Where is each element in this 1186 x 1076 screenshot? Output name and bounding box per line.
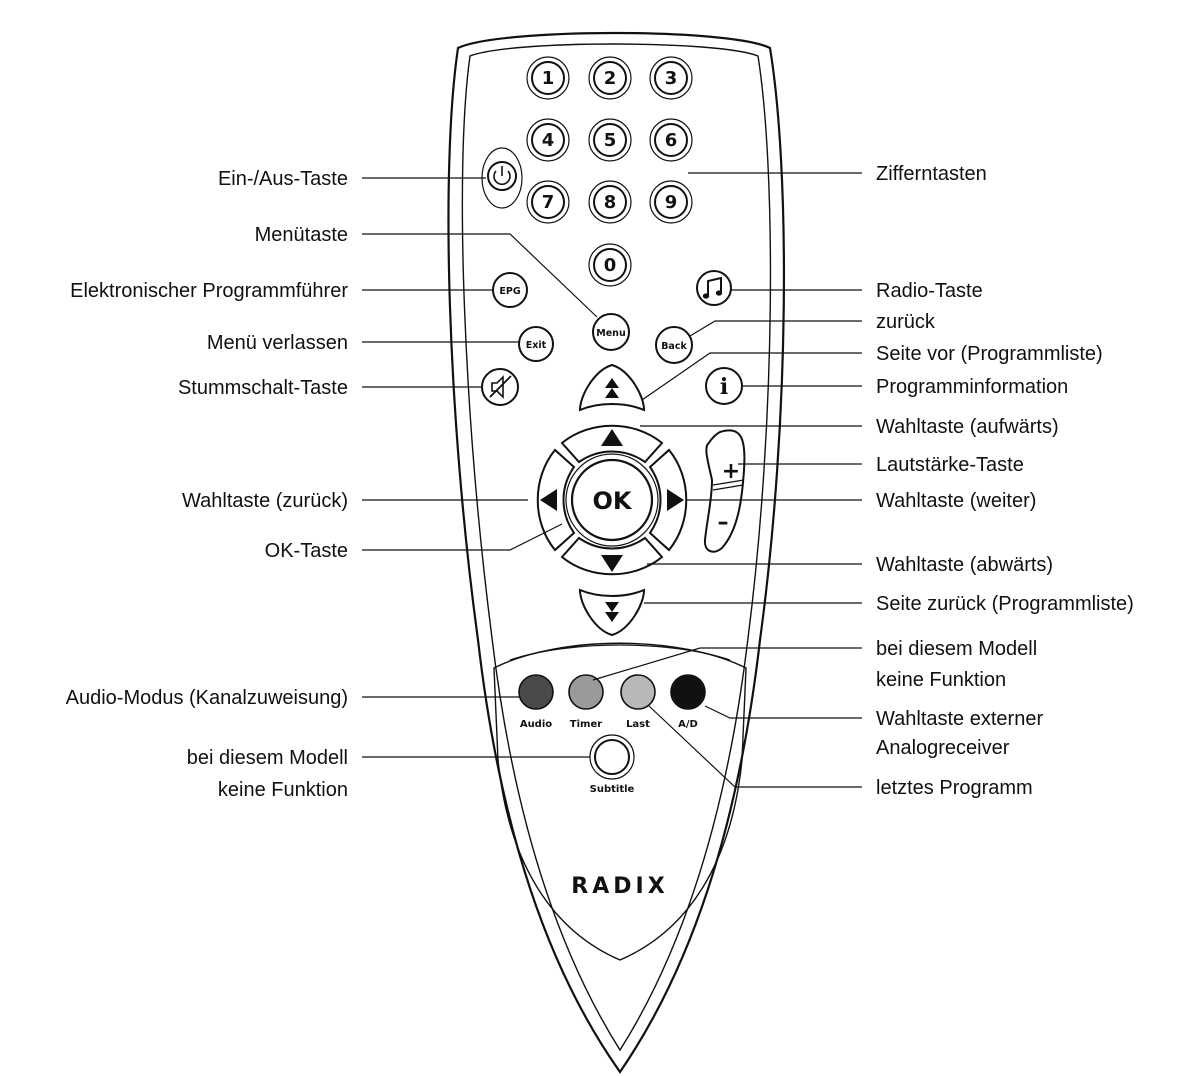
mute-button[interactable] <box>481 368 519 406</box>
labels-left: Ein-/Aus-Taste Menütaste Elektronischer … <box>66 168 349 801</box>
digit-button-1[interactable]: 1 <box>526 56 570 100</box>
digit-label: 5 <box>604 130 617 151</box>
digit-button-7[interactable]: 7 <box>526 180 570 224</box>
label-volume: Lautstärke-Taste <box>876 454 1024 476</box>
digit-label: 0 <box>604 255 617 276</box>
volume-rocker[interactable]: + – <box>703 429 746 553</box>
color-keys-panel <box>493 642 747 961</box>
digit-label: 9 <box>665 192 678 213</box>
ad-label: A/D <box>678 719 698 730</box>
digit-buttons: 1 2 3 4 5 6 7 8 <box>526 56 693 287</box>
labels-right: Zifferntasten Radio-Taste zurück Seite v… <box>876 163 1134 799</box>
info-button[interactable]: i <box>705 367 743 405</box>
digit-button-2[interactable]: 2 <box>588 56 632 100</box>
digit-button-6[interactable]: 6 <box>649 118 693 162</box>
label-last: letztes Programm <box>876 777 1033 799</box>
last-label: Last <box>626 719 650 730</box>
label-power: Ein-/Aus-Taste <box>218 168 348 190</box>
epg-label: EPG <box>499 286 520 297</box>
label-page-down: Seite zurück (Programmliste) <box>876 593 1134 615</box>
speaker-muted-icon <box>489 375 512 399</box>
audio-button[interactable]: Audio <box>518 674 554 730</box>
label-nav-up: Wahltaste (aufwärts) <box>876 416 1059 438</box>
menu-button[interactable]: Menu <box>592 313 630 351</box>
digit-button-3[interactable]: 3 <box>649 56 693 100</box>
info-label: i <box>720 374 728 400</box>
leader-lines-right <box>592 172 862 788</box>
arrow-down-icon <box>601 555 623 572</box>
last-button[interactable]: Last <box>620 674 656 730</box>
audio-label: Audio <box>520 719 552 730</box>
arrow-right-icon <box>667 489 684 511</box>
exit-label: Exit <box>526 340 547 351</box>
timer-label: Timer <box>570 719 602 730</box>
subtitle-label: Subtitle <box>590 784 635 795</box>
back-button[interactable]: Back <box>655 326 693 364</box>
nav-up-button[interactable] <box>560 424 664 464</box>
label-subtitle-line1: bei diesem Modell <box>187 747 348 769</box>
label-menu: Menütaste <box>255 224 348 246</box>
label-info: Programminformation <box>876 376 1068 398</box>
ok-label: OK <box>593 487 633 515</box>
back-label: Back <box>661 341 687 352</box>
page-down-button[interactable] <box>578 588 646 637</box>
digit-label: 2 <box>604 68 617 89</box>
music-note-icon <box>702 276 723 299</box>
label-ad-line1: Wahltaste externer <box>876 708 1043 730</box>
digit-button-4[interactable]: 4 <box>526 118 570 162</box>
label-nav-left: Wahltaste (zurück) <box>182 490 348 512</box>
label-exit: Menü verlassen <box>207 332 348 354</box>
label-radio: Radio-Taste <box>876 280 983 302</box>
label-audio: Audio-Modus (Kanalzuweisung) <box>66 687 348 709</box>
timer-button[interactable]: Timer <box>568 674 604 730</box>
ok-button[interactable]: OK <box>565 453 659 547</box>
digit-button-8[interactable]: 8 <box>588 180 632 224</box>
nav-cluster: OK <box>536 424 688 576</box>
label-page-up: Seite vor (Programmliste) <box>876 343 1103 365</box>
digit-label: 6 <box>665 130 678 151</box>
label-epg: Elektronischer Programmführer <box>70 280 348 302</box>
digit-label: 8 <box>604 192 617 213</box>
digit-button-0[interactable]: 0 <box>588 243 632 287</box>
label-ok: OK-Taste <box>265 540 348 562</box>
volume-minus-label: – <box>718 510 729 535</box>
volume-plus-label: + <box>722 459 740 484</box>
label-mute: Stummschalt-Taste <box>178 377 348 399</box>
leader-lines-left <box>362 177 598 758</box>
digit-label: 7 <box>542 192 555 213</box>
epg-button[interactable]: EPG <box>492 272 528 308</box>
remote-body <box>447 31 786 1074</box>
arrow-left-icon <box>540 489 557 511</box>
ad-button[interactable]: A/D <box>670 674 706 730</box>
label-nav-down: Wahltaste (abwärts) <box>876 554 1053 576</box>
digit-label: 1 <box>542 68 555 89</box>
power-icon <box>493 166 511 186</box>
label-nav-right: Wahltaste (weiter) <box>876 490 1036 512</box>
power-button[interactable] <box>481 147 523 209</box>
label-digits: Zifferntasten <box>876 163 987 185</box>
nav-down-button[interactable] <box>560 536 664 576</box>
brand-logo: RADIX <box>571 874 668 899</box>
exit-button[interactable]: Exit <box>518 326 554 362</box>
digit-button-5[interactable]: 5 <box>588 118 632 162</box>
page-up-button[interactable] <box>578 363 646 412</box>
double-arrow-up-icon <box>605 378 619 398</box>
digit-button-9[interactable]: 9 <box>649 180 693 224</box>
label-subtitle-line2: keine Funktion <box>218 779 348 801</box>
arrow-up-icon <box>601 429 623 446</box>
label-back: zurück <box>876 311 936 333</box>
label-ad-line2: Analogreceiver <box>876 737 1010 759</box>
label-timer-line1: bei diesem Modell <box>876 638 1037 660</box>
subtitle-button[interactable]: Subtitle <box>589 734 635 795</box>
digit-label: 3 <box>665 68 678 89</box>
nav-left-button[interactable] <box>536 448 576 552</box>
radio-button[interactable] <box>696 270 732 306</box>
double-arrow-down-icon <box>605 602 619 622</box>
nav-right-button[interactable] <box>648 448 688 552</box>
menu-label: Menu <box>596 328 625 339</box>
digit-label: 4 <box>542 130 555 151</box>
label-timer-line2: keine Funktion <box>876 669 1006 691</box>
